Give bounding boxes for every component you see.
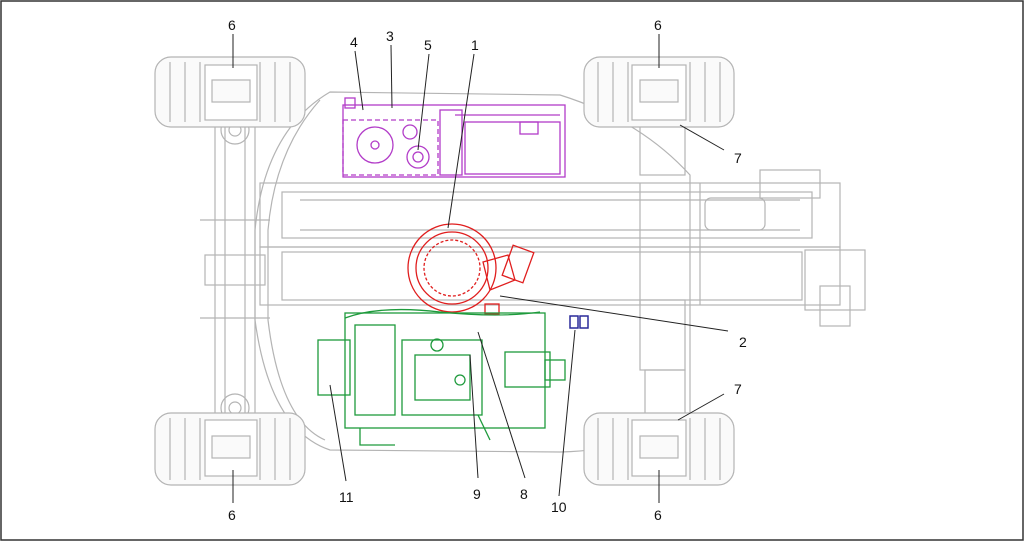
callout-11: 11 [339, 489, 354, 505]
callout-10: 10 [551, 499, 567, 515]
callout-6-bottom-right: 6 [654, 507, 662, 523]
callout-5: 5 [424, 37, 432, 53]
callout-8: 8 [520, 486, 528, 502]
engine-unit [317, 308, 566, 446]
leader-4 [354, 50, 364, 111]
tyre-top-left [154, 56, 306, 128]
leader-11 [329, 384, 347, 482]
callout-1: 1 [471, 37, 479, 53]
callout-7-top: 7 [734, 150, 742, 166]
callout-7-bottom: 7 [734, 381, 742, 397]
leader-5 [417, 53, 430, 151]
callout-3: 3 [386, 28, 394, 44]
callout-6-top-left: 6 [228, 17, 236, 33]
chassis-outline [200, 91, 866, 453]
leader-8 [477, 331, 526, 479]
leader-7-bottom [677, 393, 725, 421]
leader-lines [232, 34, 729, 503]
component-10 [569, 315, 589, 329]
leader-10 [558, 329, 576, 497]
callout-labels: 1 2 3 4 5 6 6 6 6 7 7 8 9 10 11 [228, 17, 747, 523]
leader-9 [469, 354, 479, 479]
leader-3 [390, 44, 393, 109]
leader-2 [499, 295, 729, 332]
slew-ring [407, 223, 535, 315]
callout-6-bottom-left: 6 [228, 507, 236, 523]
tank-group [342, 97, 566, 178]
tyre-bottom-right [583, 412, 735, 486]
callout-2: 2 [739, 334, 747, 350]
callout-9: 9 [473, 486, 481, 502]
callout-4: 4 [350, 34, 358, 50]
tyre-top-right [583, 56, 735, 128]
leader-1 [447, 53, 475, 229]
leader-7-top [679, 124, 725, 151]
callout-6-top-right: 6 [654, 17, 662, 33]
tyre-bottom-left [154, 412, 306, 486]
tyres [154, 56, 735, 486]
